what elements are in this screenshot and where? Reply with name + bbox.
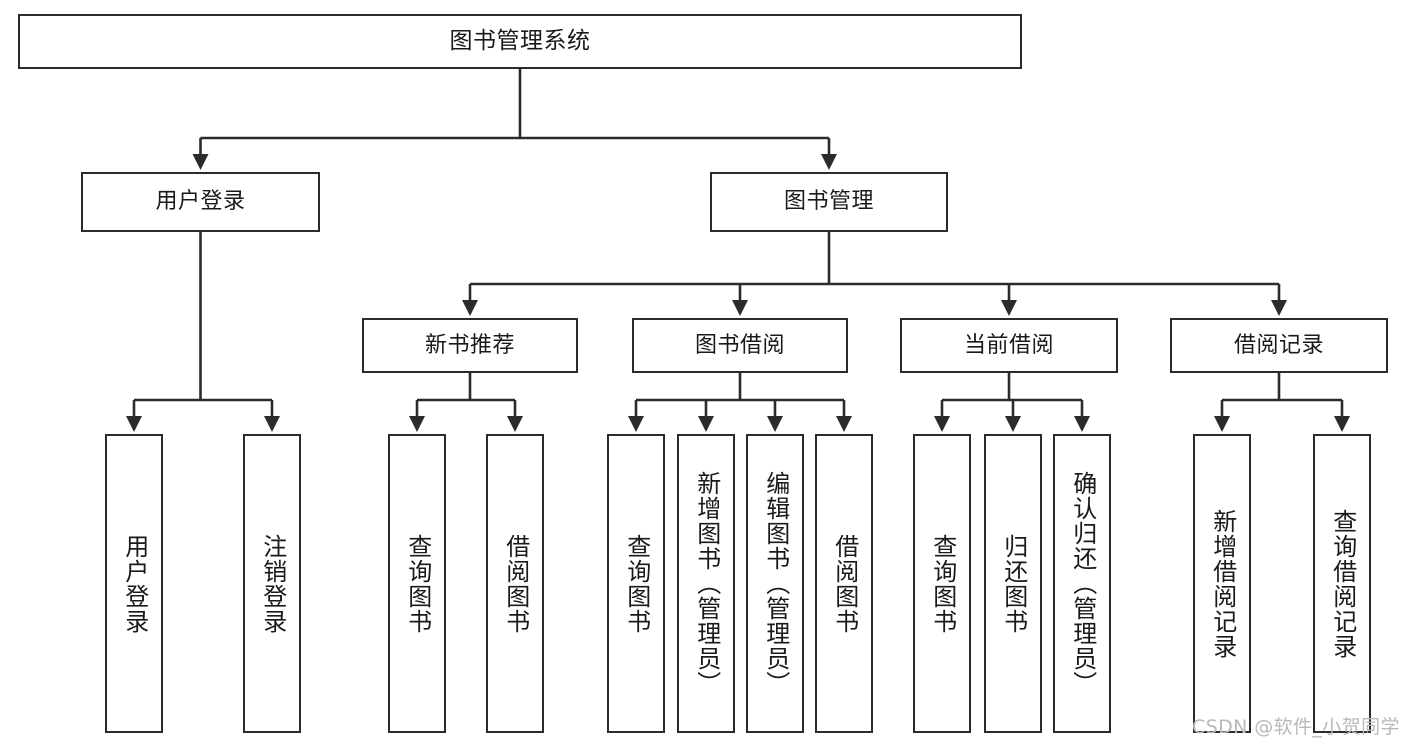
node-label: 注销登录 [258,533,287,634]
node-label: 用户登录 [155,189,246,215]
arrowhead [732,300,748,316]
arrowhead [767,416,783,432]
connector-group-login [126,232,280,432]
arrowhead [1334,416,1350,432]
node-label: 查询图书 [622,533,651,634]
node-label: 编辑图书（管理员） [761,471,790,696]
arrowhead [1271,300,1287,316]
node-label: 借阅图书 [501,533,530,634]
node-leaf-cur-3[interactable]: 确认归还（管理员） [1053,434,1111,733]
node-bookmgmt[interactable]: 图书管理 [710,172,948,232]
arrowhead [507,416,523,432]
connector-group-records [1214,373,1350,432]
arrowhead [836,416,852,432]
node-label: 新增借阅记录 [1208,508,1237,659]
connector-group-current [934,373,1090,432]
node-label: 图书借阅 [694,332,785,358]
arrowhead [264,416,280,432]
arrowhead [1005,416,1021,432]
arrowhead [1074,416,1090,432]
node-label: 确认归还（管理员） [1068,471,1097,696]
node-label: 查询图书 [928,533,957,634]
node-leaf-borrow-1[interactable]: 查询图书 [607,434,665,733]
arrowhead [126,416,142,432]
arrowhead [1214,416,1230,432]
arrowhead [934,416,950,432]
node-leaf-new-1[interactable]: 查询图书 [388,434,446,733]
watermark: CSDN @软件_小贺同学 [1192,716,1400,738]
connector-group-root [192,69,837,170]
node-leaf-new-2[interactable]: 借阅图书 [486,434,544,733]
node-current[interactable]: 当前借阅 [900,318,1118,373]
arrowhead [628,416,644,432]
node-leaf-login-2[interactable]: 注销登录 [243,434,301,733]
node-label: 新增图书（管理员） [692,471,721,696]
node-leaf-cur-1[interactable]: 查询图书 [913,434,971,733]
node-leaf-rec-2[interactable]: 查询借阅记录 [1313,434,1371,733]
connector-group-newbook [409,373,523,432]
node-leaf-cur-2[interactable]: 归还图书 [984,434,1042,733]
node-leaf-borrow-4[interactable]: 借阅图书 [815,434,873,733]
node-label: 图书管理系统 [449,27,591,54]
arrowhead [192,154,209,170]
node-label: 查询图书 [403,533,432,634]
node-label: 归还图书 [999,533,1028,634]
node-root[interactable]: 图书管理系统 [18,14,1022,69]
node-label: 查询借阅记录 [1328,508,1357,659]
node-label: 借阅记录 [1233,332,1324,358]
node-newbook[interactable]: 新书推荐 [362,318,578,373]
node-label: 当前借阅 [963,332,1054,358]
node-label: 借阅图书 [830,533,859,634]
node-leaf-borrow-2[interactable]: 新增图书（管理员） [677,434,735,733]
node-records[interactable]: 借阅记录 [1170,318,1388,373]
node-login[interactable]: 用户登录 [81,172,320,232]
arrowhead [409,416,425,432]
node-borrow[interactable]: 图书借阅 [632,318,848,373]
arrowhead [1001,300,1017,316]
arrowhead [462,300,478,316]
node-label: 新书推荐 [424,332,515,358]
arrowhead [698,416,714,432]
node-leaf-rec-1[interactable]: 新增借阅记录 [1193,434,1251,733]
arrowhead [821,154,837,170]
connector-group-borrow [628,373,852,432]
node-label: 用户登录 [120,533,149,634]
node-leaf-borrow-3[interactable]: 编辑图书（管理员） [746,434,804,733]
node-label: 图书管理 [783,189,874,215]
node-leaf-login-1[interactable]: 用户登录 [105,434,163,733]
connector-group-bookmgmt [462,232,1287,316]
